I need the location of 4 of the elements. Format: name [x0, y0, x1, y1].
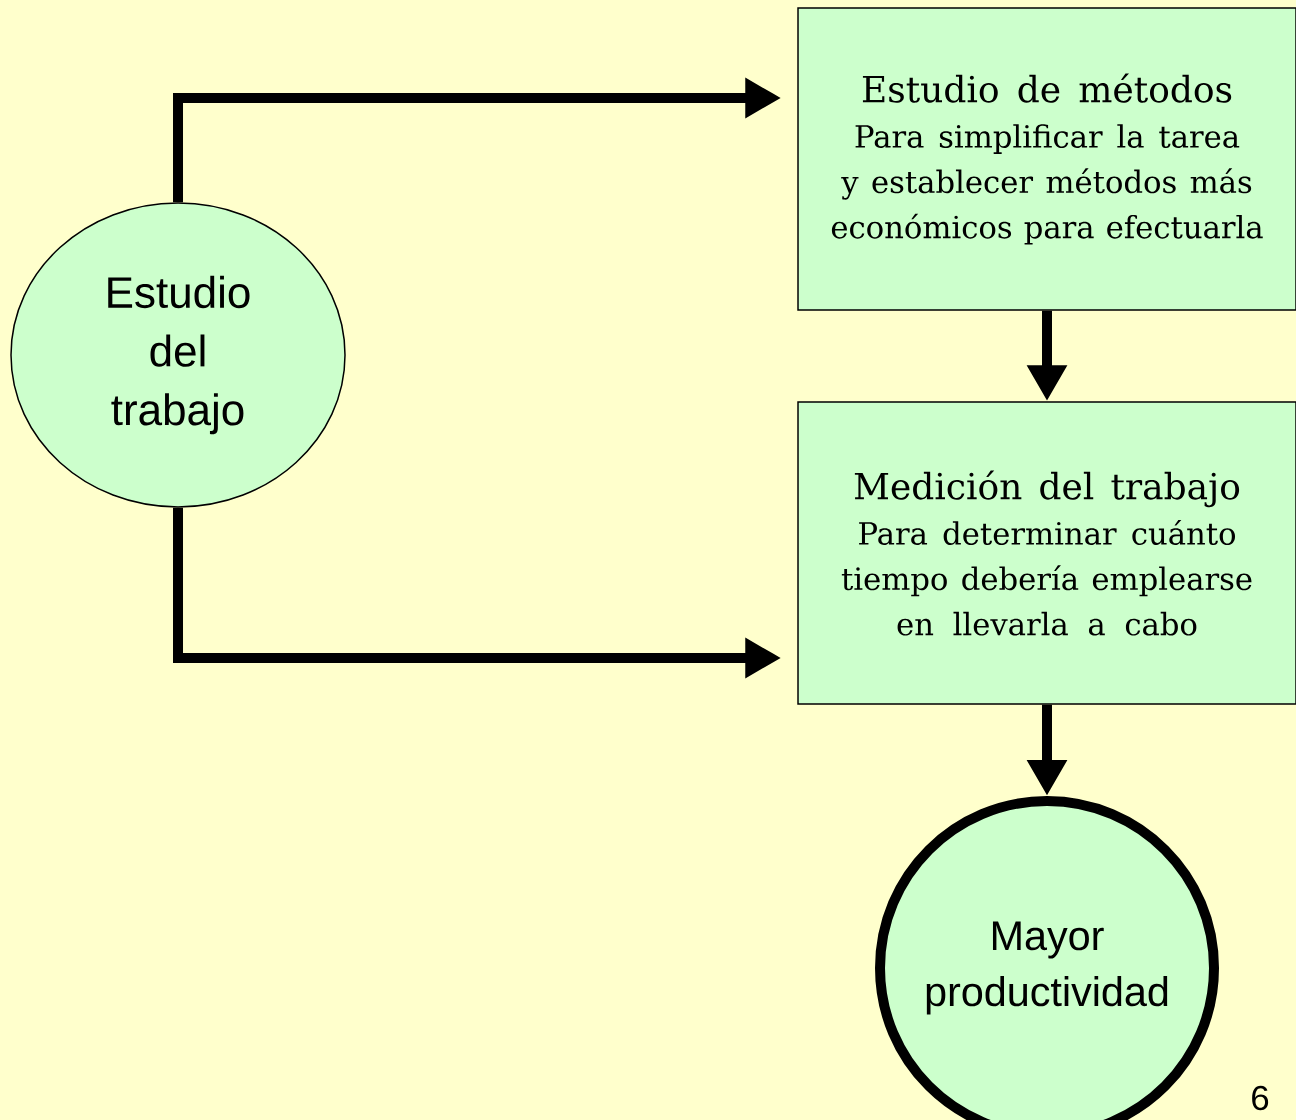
process-box: Medición del trabajo Para determinar cuánto tiempo debería emplearse en llevarla a cabo [797, 401, 1296, 705]
page-number: 6 [1252, 1085, 1269, 1111]
ellipse-node: Estudio del trabajo [10, 202, 346, 508]
process-box: Estudio de métodos Para simplificar la tarea y establecer métodos más económicos para efectuarla [797, 7, 1296, 311]
